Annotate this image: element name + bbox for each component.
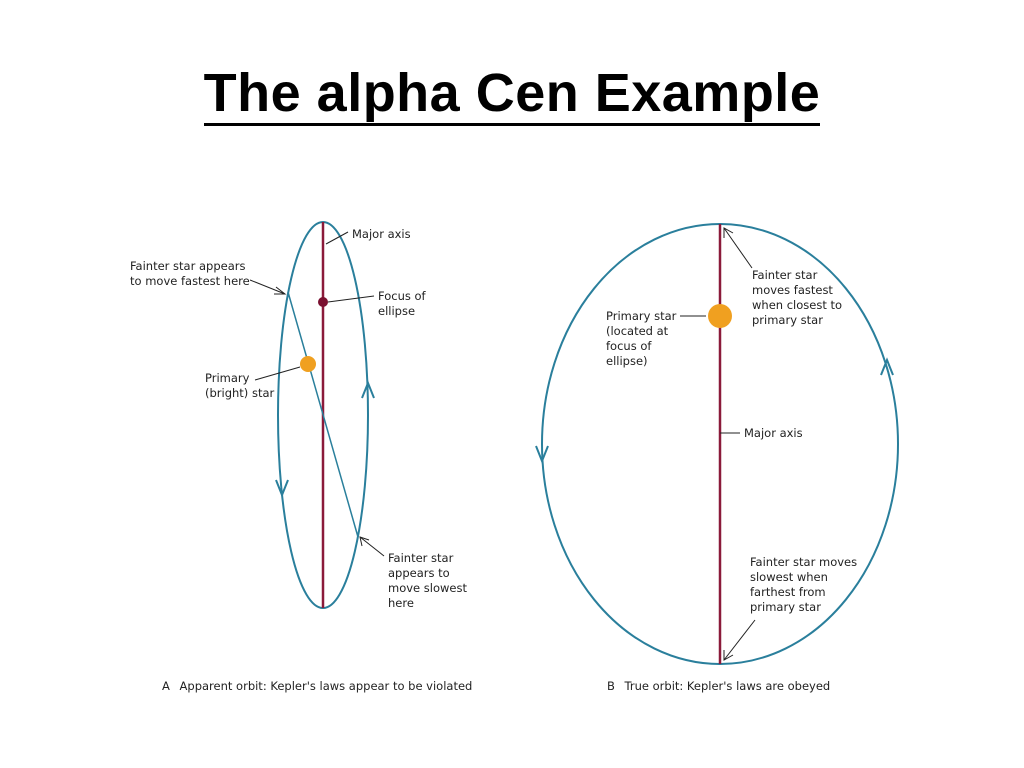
panel-a-leader-primary [254,366,301,381]
panel-b-leader-slowest [723,619,756,661]
label-line: Primary [205,371,250,385]
panel-a-leader-fastest [249,279,286,295]
panel-a-arrow-right-up-icon [361,380,375,399]
panel-a-major-axis-label: Major axis [352,227,411,241]
panel-b-leader-fastest [723,227,753,269]
panel-b-major-axis-label: Major axis [744,426,803,440]
panel-b-caption: B True orbit: Kepler's laws are obeyed [607,679,830,693]
panel-a-caption-text: Apparent orbit: Kepler's laws appear to … [180,679,473,693]
panel-b-arrow-right-up-icon [880,357,894,376]
panel-b-caption-text: True orbit: Kepler's laws are obeyed [624,679,831,693]
panel-b-primary-label: Primary star (located at focus of ellips… [606,309,680,368]
panel-a-slowest-label: Fainter star appears to move slowest her… [388,551,471,610]
panel-a-leader-focus [327,295,375,303]
label-line: Fainter star [752,268,818,282]
label-line: Focus of [378,289,427,303]
panel-a-leader-slowest-arrowhead-icon [359,536,370,547]
panel-a-primary-star [300,356,316,372]
label-line: primary star [750,600,821,614]
panel-b-leader-slowest-arrowhead-icon [723,650,734,661]
label-line: farthest from [750,585,826,599]
label-line: ellipse [378,304,415,318]
label-line: focus of [606,339,652,353]
panel-b-slowest-label: Fainter star moves slowest when farthest… [750,555,861,614]
panel-b: Fainter star moves fastest when closest … [535,223,899,693]
label-line: Fainter star [388,551,454,565]
panel-a: Major axis Fainter star appears to move … [130,221,472,693]
panel-a-focus-dot [318,297,328,307]
panel-a-arrow-left-down-icon [275,479,289,498]
label-line: moves fastest [752,283,833,297]
panel-b-arrow-left-down-icon [535,445,549,464]
label-line: appears to [388,566,450,580]
label-line: Fainter star appears [130,259,245,273]
label-line: primary star [752,313,823,327]
label-line: ellipse) [606,354,648,368]
panel-a-star-connector-line [287,291,359,538]
label-line: Major axis [352,227,411,241]
panel-a-caption-letter: A [162,679,170,693]
label-line: here [388,596,414,610]
panel-b-caption-letter: B [607,679,615,693]
label-line: Major axis [744,426,803,440]
label-line: (located at [606,324,669,338]
label-line: move slowest [388,581,467,595]
panel-a-primary-label: Primary (bright) star [205,371,274,400]
label-line: when closest to [752,298,842,312]
panel-a-leader-slowest [359,536,385,557]
panel-b-leader-fastest-arrowhead-icon [723,227,734,238]
label-line: (bright) star [205,386,274,400]
label-line: to move fastest here [130,274,250,288]
panel-a-caption: A Apparent orbit: Kepler's laws appear t… [162,679,472,693]
label-line: Primary star [606,309,677,323]
panel-a-focus-label: Focus of ellipse [378,289,429,318]
panel-a-leader-major-axis [325,231,349,245]
panel-a-fastest-label: Fainter star appears to move fastest her… [130,259,250,288]
panel-b-fastest-label: Fainter star moves fastest when closest … [752,268,846,327]
label-line: slowest when [750,570,828,584]
slide-title: The alpha Cen Example [0,62,1024,126]
panel-b-primary-star [708,304,732,328]
label-line: Fainter star moves [750,555,857,569]
panel-a-leader-fastest-arrowhead-icon [274,286,287,295]
slide-title-text: The alpha Cen Example [203,63,821,126]
